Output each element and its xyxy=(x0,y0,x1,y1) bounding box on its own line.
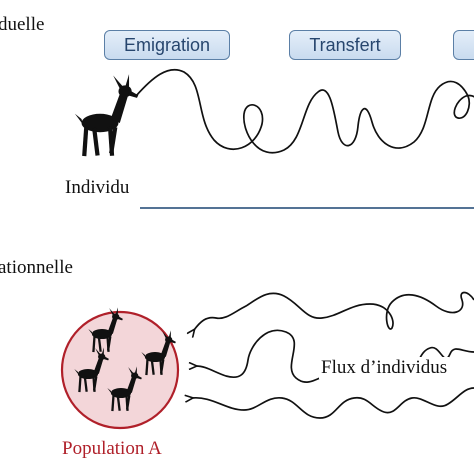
population-circle xyxy=(60,310,180,430)
flux-arrow-3 xyxy=(192,387,474,419)
flux-arrow-1 xyxy=(194,291,474,331)
phase-tag-partial xyxy=(453,30,474,60)
individual-section-title: duelle xyxy=(0,14,45,35)
population-label: Population A xyxy=(62,438,162,459)
flux-label: Flux d’individus xyxy=(319,357,450,379)
population-section-title: ationnelle xyxy=(0,257,73,278)
phase-tag-emigration: Emigration xyxy=(104,30,230,60)
individual-movement-path xyxy=(135,68,474,154)
individual-label: Individu xyxy=(65,177,130,198)
phase-tag-transfer: Transfert xyxy=(289,30,401,60)
individual-deer-icon xyxy=(74,74,139,157)
